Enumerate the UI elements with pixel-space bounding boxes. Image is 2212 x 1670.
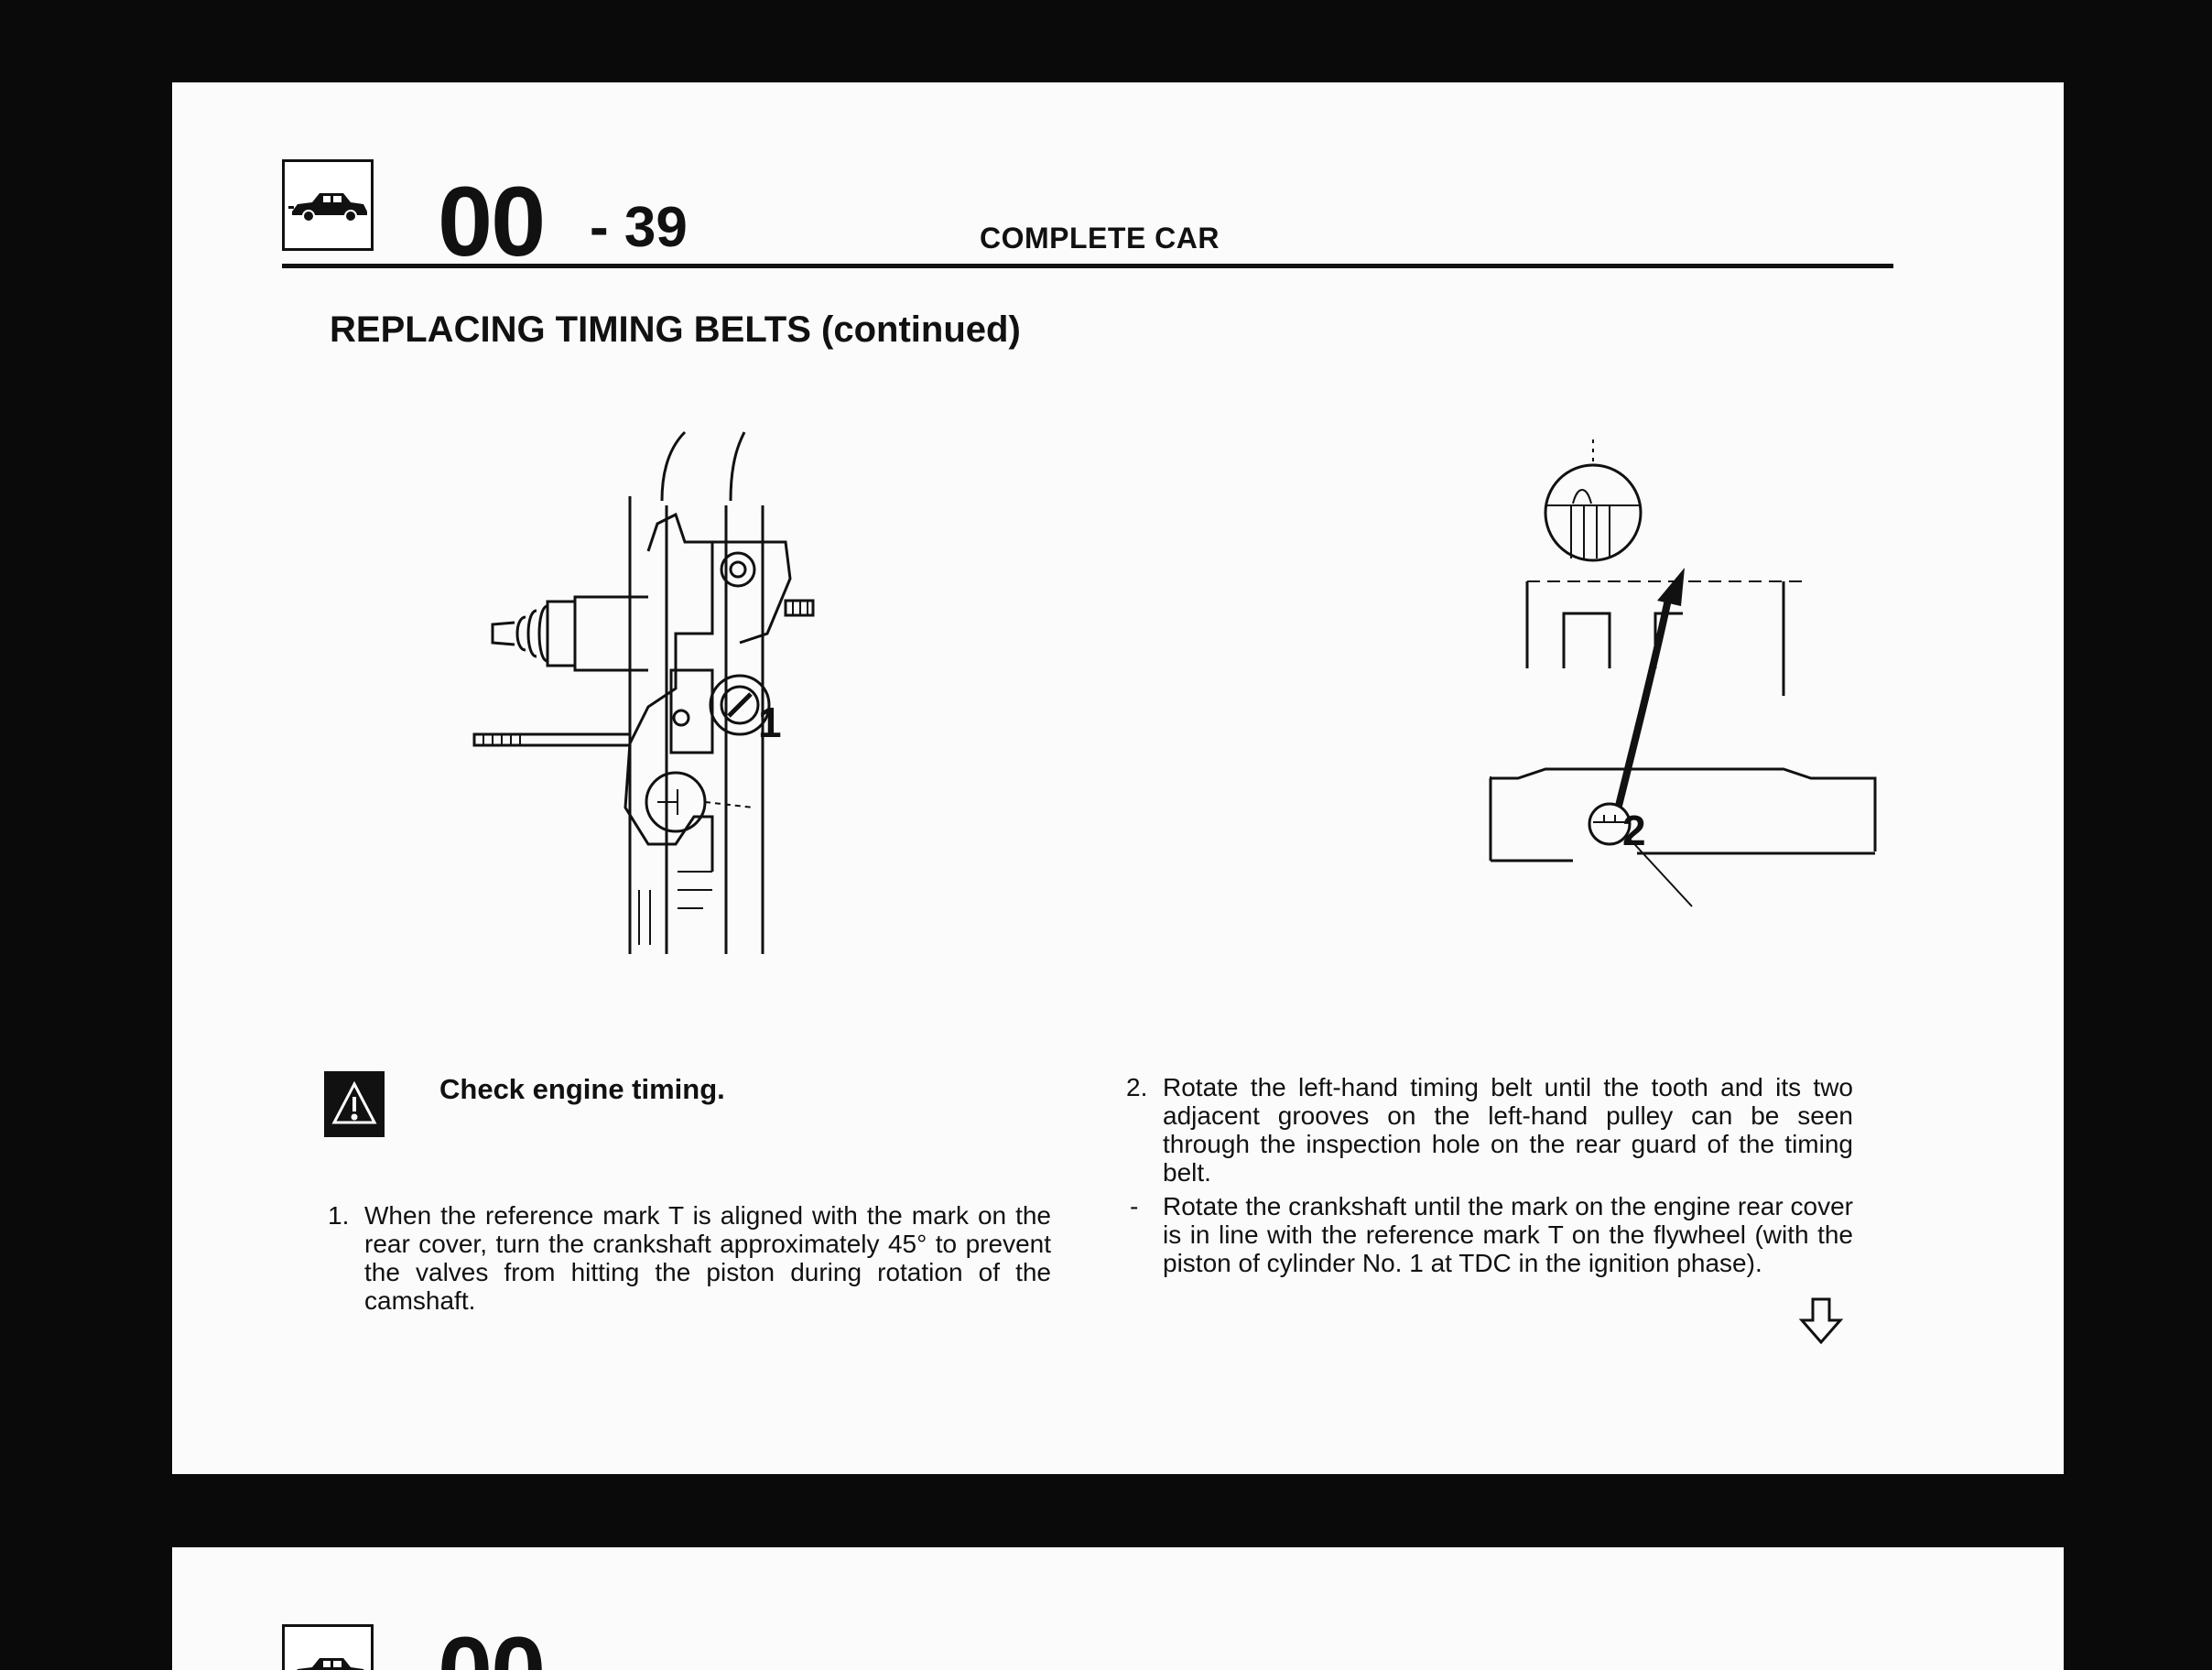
step-1-text: When the reference mark T is aligned wit…	[364, 1201, 1051, 1315]
car-icon	[288, 193, 367, 222]
step-2-number: 2.	[1126, 1073, 1148, 1101]
step-3: - Rotate the crankshaft until the mark o…	[1126, 1192, 1853, 1277]
figure-rear-cover-diagram	[472, 430, 815, 954]
step-1-number: 1.	[328, 1201, 350, 1230]
arrow-down-icon	[1798, 1297, 1844, 1345]
step-3-text: Rotate the crankshaft until the mark on …	[1163, 1192, 1853, 1277]
step-2: 2. Rotate the left-hand timing belt unti…	[1126, 1073, 1853, 1187]
section-badge	[282, 159, 374, 251]
step-2-text: Rotate the left-hand timing belt until t…	[1163, 1073, 1853, 1187]
manual-page: 00 - 39 COMPLETE CAR REPLACING TIMING BE…	[172, 82, 2064, 1474]
warning-label: Check engine timing.	[439, 1073, 725, 1105]
page-number: - 39	[590, 196, 688, 259]
warning-badge	[324, 1071, 385, 1137]
callout-2: 2	[1622, 807, 1646, 854]
next-manual-page: 00	[172, 1547, 2064, 1670]
section-number: 00	[438, 166, 546, 277]
next-section-number: 00	[438, 1622, 546, 1670]
step-3-bullet: -	[1130, 1192, 1139, 1220]
car-icon	[297, 1658, 364, 1670]
next-section-badge	[282, 1624, 374, 1670]
header-rule	[282, 264, 1893, 268]
warning-triangle-icon	[331, 1080, 377, 1124]
step-1: 1. When the reference mark T is aligned …	[328, 1201, 1051, 1315]
page-subtitle: REPLACING TIMING BELTS (continued)	[330, 309, 1021, 350]
header-title: COMPLETE CAR	[980, 222, 1220, 255]
figure-flywheel-diagram	[1489, 439, 1877, 907]
callout-1: 1	[758, 699, 782, 746]
